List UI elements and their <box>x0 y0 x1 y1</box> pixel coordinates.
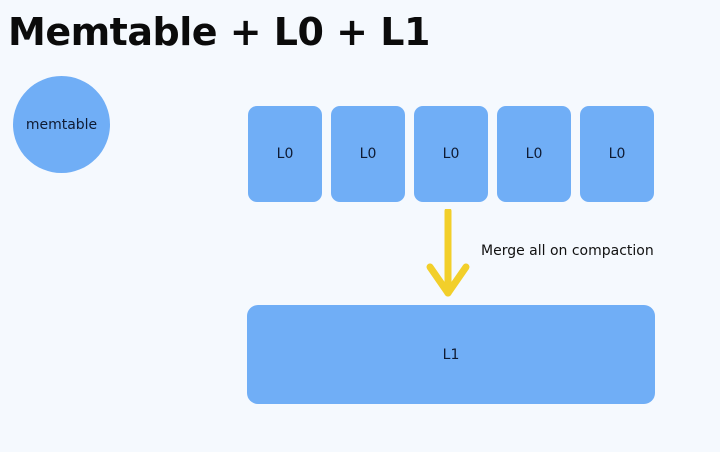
l0-row: L0 L0 L0 L0 L0 <box>248 106 654 202</box>
l1-block-label: L1 <box>442 346 460 363</box>
l0-block: L0 <box>331 106 405 202</box>
memtable-label: memtable <box>25 116 98 133</box>
l0-block-label: L0 <box>442 146 460 162</box>
arrow-down-icon <box>426 209 470 297</box>
l0-block-label: L0 <box>525 146 543 162</box>
l0-block-label: L0 <box>608 146 626 162</box>
l0-block-label: L0 <box>276 146 294 162</box>
l0-block: L0 <box>248 106 322 202</box>
l0-block: L0 <box>580 106 654 202</box>
compaction-label: Merge all on compaction <box>481 243 654 259</box>
l1-block: L1 <box>247 305 655 404</box>
l0-block: L0 <box>497 106 571 202</box>
memtable-node: memtable <box>13 76 110 173</box>
diagram-title: Memtable + L0 + L1 <box>8 10 430 54</box>
l0-block: L0 <box>414 106 488 202</box>
l0-block-label: L0 <box>359 146 377 162</box>
